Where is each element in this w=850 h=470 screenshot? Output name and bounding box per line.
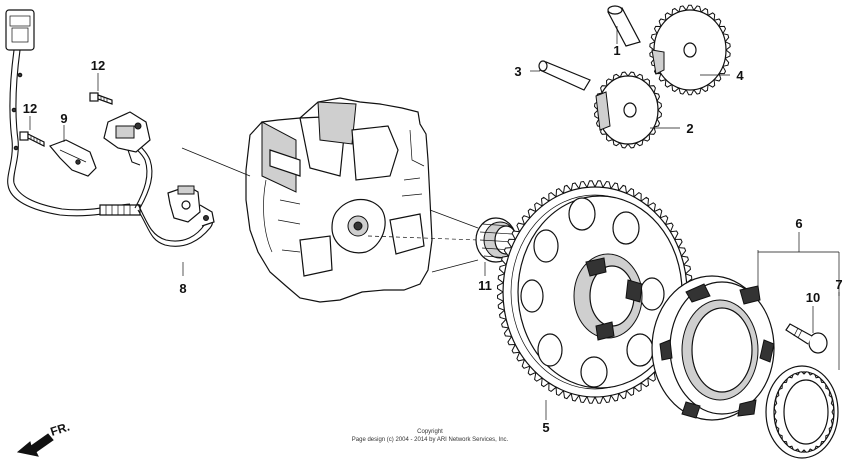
callout-8: 8 [179, 281, 186, 296]
starter-driven-gear-5 [496, 180, 694, 404]
callout-7: 7 [835, 277, 842, 292]
callout-leaders [29, 26, 840, 420]
front-direction-marker: FR. [16, 420, 72, 457]
callout-3: 3 [514, 64, 521, 79]
bolt-12-lower [19, 131, 45, 147]
callout-10: 10 [806, 290, 820, 305]
reduction-gear-4 [649, 4, 731, 96]
callout-9: 9 [60, 111, 67, 126]
callout-11: 11 [478, 278, 492, 293]
engine-reference-drawing [245, 97, 433, 303]
bolt-12-upper [89, 92, 113, 105]
callout-5: 5 [542, 420, 549, 435]
callout-12-lower: 12 [23, 101, 37, 116]
callout-2: 2 [686, 121, 693, 136]
callout-4: 4 [736, 68, 744, 83]
direction-label: FR. [49, 420, 72, 439]
one-way-clutch-7 [765, 365, 839, 459]
callout-12-upper: 12 [91, 58, 105, 73]
copyright-line: Page design (c) 2004 - 2014 by ARI Netwo… [351, 437, 509, 443]
copyright-title: Copyright [417, 429, 443, 435]
front-direction-arrow-icon [16, 429, 54, 457]
pulse-generator-harness [5, 9, 215, 247]
copyright-notice: Copyright Page design (c) 2004 - 2014 by… [300, 428, 560, 444]
callout-1: 1 [613, 43, 620, 58]
starter-reduction-gear-2 [593, 71, 663, 149]
clutch-outer-6 [651, 275, 775, 421]
idle-shaft-3 [538, 60, 591, 91]
bolt-10 [785, 323, 828, 354]
idle-shaft-1 [607, 5, 641, 47]
callout-6: 6 [795, 216, 802, 231]
callout-labels: 1 2 3 4 5 6 7 8 9 10 11 12 12 [23, 43, 843, 435]
